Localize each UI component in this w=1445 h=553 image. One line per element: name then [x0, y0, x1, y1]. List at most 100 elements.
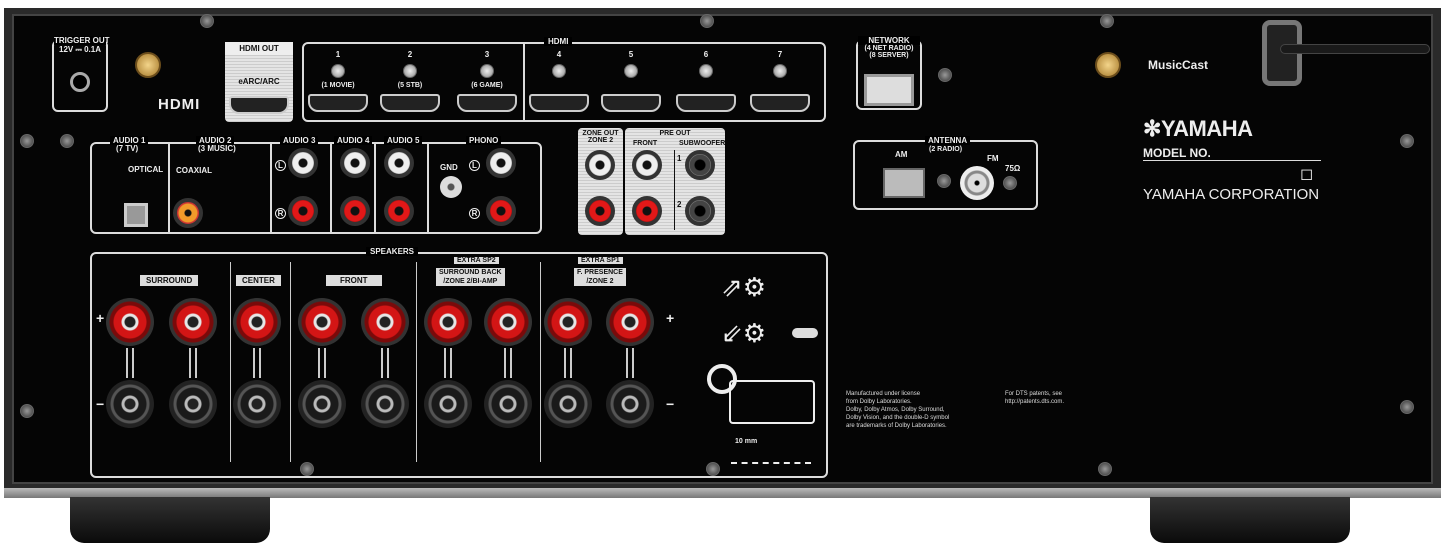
hdmi-input-port-7[interactable] — [750, 94, 810, 112]
front-presence-label: F. PRESENCE/ZONE 2 — [574, 268, 626, 286]
dolby-line: Dolby, Dolby Atmos, Dolby Surround, — [846, 407, 945, 413]
ethernet-port[interactable] — [864, 74, 914, 106]
surround-back-left-positive-terminal[interactable] — [484, 298, 532, 346]
hdmi-logo: HDMI — [158, 96, 201, 113]
wifi-antenna-connector-left — [135, 52, 161, 78]
hdmi-input-port-1[interactable] — [308, 94, 368, 112]
audio4-right-input[interactable] — [340, 196, 370, 226]
surround-back-right-negative-terminal[interactable] — [424, 380, 472, 428]
front-presence-left-negative-terminal[interactable] — [606, 380, 654, 428]
zone2-out-right[interactable] — [585, 196, 615, 226]
hdmi-input-number: 5 — [628, 50, 634, 59]
hdmi-input-port-6[interactable] — [676, 94, 736, 112]
hdmi-mount-screw — [331, 64, 345, 78]
trigger-out-label: TRIGGER OUT — [54, 36, 110, 45]
network-sub2: (8 SERVER) — [869, 52, 909, 59]
front-right-positive-terminal[interactable] — [298, 298, 346, 346]
model-underline — [1143, 160, 1321, 161]
hdmi-input-port-2[interactable] — [380, 94, 440, 112]
surround-right-positive-terminal[interactable] — [106, 298, 154, 346]
left-channel-marker: L — [275, 160, 286, 171]
speakers-section: SPEAKERS — [90, 247, 828, 478]
terminal-link-marker — [318, 348, 326, 378]
phono-left-input[interactable] — [486, 148, 516, 178]
terminal-link-marker — [504, 348, 512, 378]
hdmi-input-section: HDMI — [302, 37, 826, 122]
optical-input[interactable] — [124, 203, 148, 227]
antenna-label: ANTENNA — [925, 136, 971, 145]
pre-out-front-right[interactable] — [632, 196, 662, 226]
hdmi-input-port-4[interactable] — [529, 94, 589, 112]
hdmi-input-sublabel: (5 STB) — [397, 82, 423, 89]
hdmi-out-earc-label: eARC/ARC — [238, 77, 280, 86]
screw — [700, 14, 714, 28]
screw — [20, 404, 34, 418]
hdmi-input-number: 1 — [335, 50, 341, 59]
front-presence-left-positive-terminal[interactable] — [606, 298, 654, 346]
audio4-label: AUDIO 4 — [334, 136, 373, 145]
trigger-jack[interactable] — [70, 72, 90, 92]
power-cord — [1280, 44, 1430, 54]
class-2-symbol: ◻ — [1300, 166, 1314, 183]
speakers-label: SPEAKERS — [366, 247, 419, 256]
hdmi-input-sublabel: (1 MOVIE) — [321, 82, 355, 89]
front-right-negative-terminal[interactable] — [298, 380, 346, 428]
screw — [937, 174, 951, 188]
audio1-label: AUDIO 1 — [110, 136, 149, 145]
front-left-negative-terminal[interactable] — [361, 380, 409, 428]
hdmi-input-sublabel: (6 GAME) — [471, 82, 503, 89]
center-negative-terminal[interactable] — [233, 380, 281, 428]
front-left-positive-terminal[interactable] — [361, 298, 409, 346]
trigger-out-section: TRIGGER OUT 12V ⎓ 0.1A — [52, 36, 110, 112]
surround-left-negative-terminal[interactable] — [169, 380, 217, 428]
audio3-left-input[interactable] — [288, 148, 318, 178]
hdmi-mount-screw — [699, 64, 713, 78]
hdmi-out-port[interactable] — [229, 96, 289, 114]
fm-antenna-jack[interactable] — [960, 166, 994, 200]
screw — [1003, 176, 1017, 190]
front-presence-right-negative-terminal[interactable] — [544, 380, 592, 428]
subwoofer-out-1[interactable] — [685, 150, 715, 180]
front-presence-right-positive-terminal[interactable] — [544, 298, 592, 346]
hdmi-mount-screw — [403, 64, 417, 78]
subwoofer-out-2[interactable] — [685, 196, 715, 226]
terminal-link-marker — [444, 348, 452, 378]
hdmi-input-port-3[interactable] — [457, 94, 517, 112]
surround-left-positive-terminal[interactable] — [169, 298, 217, 346]
terminal-link-marker — [564, 348, 572, 378]
screw — [1100, 14, 1114, 28]
audio4-left-input[interactable] — [340, 148, 370, 178]
pre-out-label: PRE OUT — [659, 130, 691, 137]
zone2-label: ZONE 2 — [587, 137, 614, 144]
coaxial-input[interactable] — [173, 198, 203, 228]
musiccast-logo: MusicCast — [1148, 58, 1209, 72]
audio5-left-input[interactable] — [384, 148, 414, 178]
phono-right-input[interactable] — [486, 196, 516, 226]
screw — [1400, 400, 1414, 414]
phono-ground-terminal[interactable] — [440, 176, 462, 198]
am-antenna-terminal[interactable] — [883, 168, 925, 198]
left-foot — [70, 497, 270, 543]
audio3-right-input[interactable] — [288, 196, 318, 226]
hdmi-mount-screw — [624, 64, 638, 78]
center-positive-terminal[interactable] — [233, 298, 281, 346]
zone2-out-left[interactable] — [585, 150, 615, 180]
surround-back-right-positive-terminal[interactable] — [424, 298, 472, 346]
manufacturer-label: YAMAHA CORPORATION — [1143, 186, 1320, 203]
surround-back-left-negative-terminal[interactable] — [484, 380, 532, 428]
surround-right-negative-terminal[interactable] — [106, 380, 154, 428]
divider — [540, 262, 541, 462]
front-presence-text: F. PRESENCE — [577, 269, 623, 276]
zone2-biamp-text: /ZONE 2/BI-AMP — [443, 278, 498, 285]
fm-impedance-label: 75Ω — [1005, 164, 1021, 173]
dts-line: For DTS patents, see — [1005, 391, 1063, 397]
divider — [290, 262, 291, 462]
right-channel-marker: R — [275, 208, 286, 219]
hdmi-input-number: 3 — [484, 50, 490, 59]
surround-label: SURROUND — [140, 275, 199, 286]
pre-out-front-left[interactable] — [632, 150, 662, 180]
hdmi-mount-screw — [552, 64, 566, 78]
hdmi-mount-screw — [480, 64, 494, 78]
hdmi-input-port-5[interactable] — [601, 94, 661, 112]
audio5-right-input[interactable] — [384, 196, 414, 226]
